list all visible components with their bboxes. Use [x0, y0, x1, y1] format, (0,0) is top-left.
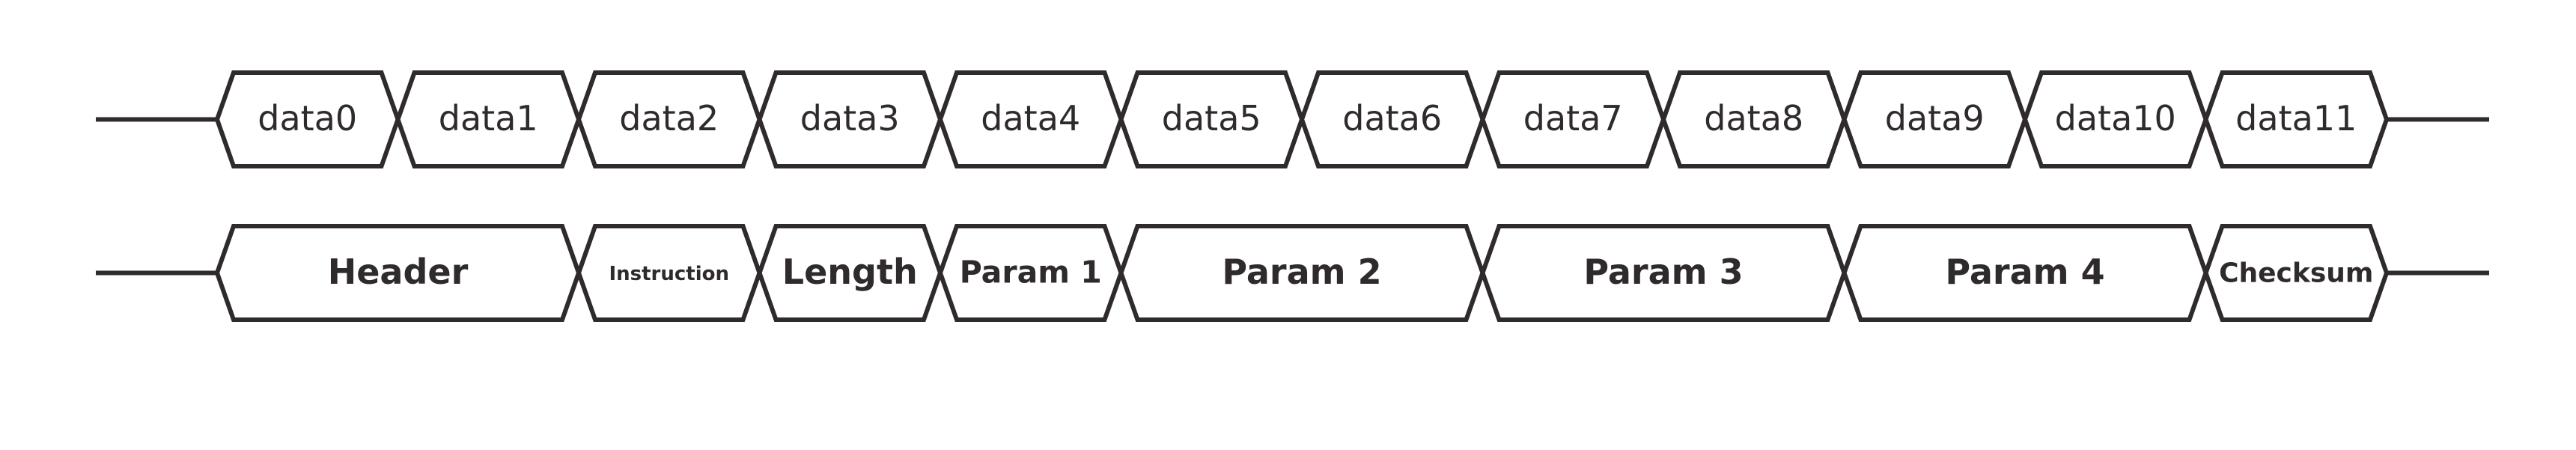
cell-data6: data6 — [1299, 70, 1485, 168]
cell-data4: data4 — [937, 70, 1124, 168]
cell-data8: data8 — [1660, 70, 1847, 168]
packet-fields-row: Header Instruction Length Param 1 Param 2 Par… — [96, 224, 2489, 322]
cell-param-2: Param 2 — [1118, 224, 1485, 322]
cell-label: data10 — [2055, 98, 2176, 139]
cell-instruction: Instruction — [576, 224, 762, 322]
cell-label: data3 — [800, 98, 900, 139]
cell-data2: data2 — [576, 70, 762, 168]
cell-label: data8 — [1704, 98, 1803, 139]
cell-data5: data5 — [1118, 70, 1305, 168]
cell-checksum: Checksum — [2203, 224, 2390, 322]
cell-label: data0 — [258, 98, 357, 139]
cell-label: data1 — [439, 98, 538, 139]
cell-param-3: Param 3 — [1480, 224, 1847, 322]
cell-label: Header — [328, 252, 469, 292]
cell-data10: data10 — [2022, 70, 2208, 168]
cell-param-4: Param 4 — [1842, 224, 2208, 322]
cell-label: Param 2 — [1222, 252, 1381, 292]
cell-data3: data3 — [757, 70, 943, 168]
cell-param-1: Param 1 — [937, 224, 1124, 322]
cell-data11: data11 — [2203, 70, 2390, 168]
cell-label: Param 1 — [960, 255, 1102, 291]
cell-label: Checksum — [2219, 258, 2373, 289]
cell-label: data6 — [1342, 98, 1442, 139]
cell-label: Length — [782, 252, 918, 292]
cell-label: data7 — [1523, 98, 1623, 139]
cell-data7: data7 — [1480, 70, 1666, 168]
cell-data9: data9 — [1842, 70, 2028, 168]
cell-label: Param 3 — [1583, 252, 1743, 292]
cell-label: Instruction — [609, 263, 729, 285]
cell-label: data9 — [1885, 98, 1985, 139]
cell-data1: data1 — [395, 70, 582, 168]
cell-length: Length — [757, 224, 943, 322]
cell-label: data5 — [1162, 98, 1261, 139]
cell-header: Header — [214, 224, 582, 322]
cell-label: Param 4 — [1945, 252, 2104, 292]
cell-label: data11 — [2235, 98, 2357, 139]
cell-data0: data0 — [214, 70, 401, 168]
data-bytes-row: data0 data1 data2 data3 data4 data5 data6 data7… — [96, 70, 2489, 168]
cell-label: data2 — [619, 98, 719, 139]
cell-label: data4 — [981, 98, 1080, 139]
